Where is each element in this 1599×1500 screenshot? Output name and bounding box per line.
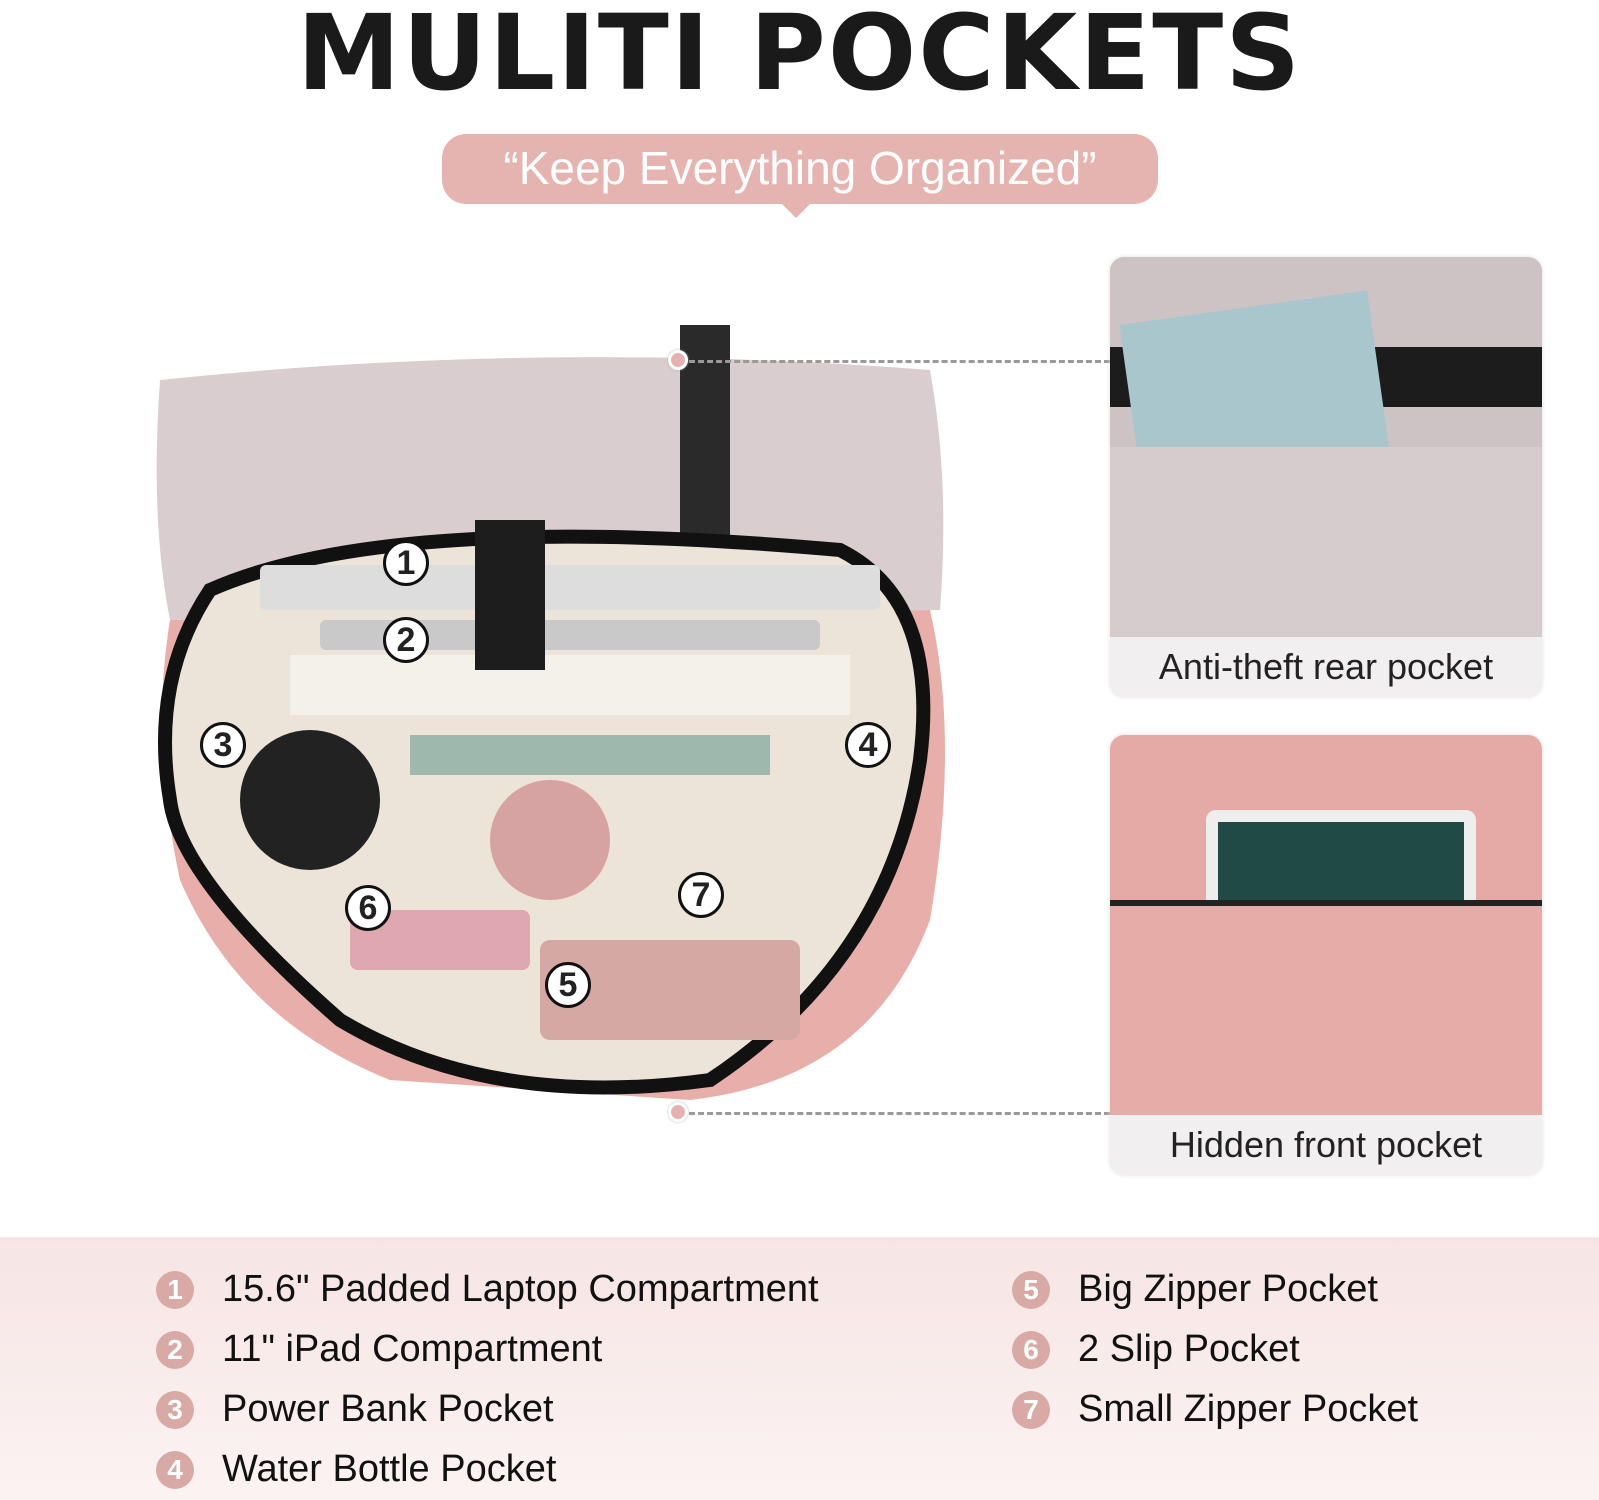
marker-6: 6 — [345, 885, 391, 931]
legend-number: 2 — [156, 1330, 194, 1369]
legend-item: 7 Small Zipper Pocket — [1012, 1388, 1418, 1431]
backpack-image — [156, 325, 945, 1100]
connector-line-front — [680, 1112, 1110, 1115]
front-pocket-photo — [1110, 735, 1542, 1115]
legend-number: 5 — [1012, 1270, 1050, 1309]
card-front-pocket: Hidden front pocket — [1110, 735, 1542, 1175]
marker-4: 4 — [845, 722, 891, 768]
caption-rear-pocket: Anti-theft rear pocket — [1158, 646, 1494, 687]
rear-pocket-photo — [1110, 257, 1542, 637]
legend-item: 3 Power Bank Pocket — [156, 1388, 554, 1431]
legend-number: 1 — [156, 1270, 194, 1309]
legend-label: Water Bottle Pocket — [222, 1448, 557, 1490]
card-rear-pocket: Anti-theft rear pocket — [1110, 257, 1542, 697]
marker-7: 7 — [678, 872, 724, 918]
legend-number: 6 — [1012, 1330, 1050, 1369]
legend-label: 2 Slip Pocket — [1078, 1328, 1300, 1370]
subtitle-banner: “Keep Everything Organized” — [442, 134, 1158, 218]
legend-item: 4 Water Bottle Pocket — [156, 1448, 556, 1491]
legend-label: Small Zipper Pocket — [1078, 1388, 1419, 1430]
marker-1: 1 — [383, 540, 429, 586]
legend-number: 4 — [156, 1450, 194, 1489]
legend-label: Big Zipper Pocket — [1078, 1268, 1378, 1310]
legend-number: 3 — [156, 1390, 194, 1429]
connector-line-rear — [680, 360, 1110, 363]
legend-item: 1 15.6" Padded Laptop Compartment — [156, 1268, 819, 1311]
connector-dot-front — [668, 1102, 688, 1122]
legend-item: 5 Big Zipper Pocket — [1012, 1268, 1378, 1311]
pocket-legend — [0, 1237, 1599, 1500]
legend-label: 15.6" Padded Laptop Compartment — [222, 1268, 819, 1310]
page-title: MULITI POCKETS — [296, 0, 1303, 114]
legend-label: Power Bank Pocket — [222, 1388, 554, 1430]
marker-5: 5 — [545, 962, 591, 1008]
legend-number: 7 — [1012, 1390, 1050, 1429]
connector-dot-rear — [668, 350, 688, 370]
legend-item: 2 11" iPad Compartment — [156, 1328, 602, 1371]
marker-3: 3 — [200, 722, 246, 768]
caption-front-pocket: Hidden front pocket — [1169, 1124, 1483, 1165]
legend-label: 11" iPad Compartment — [222, 1328, 603, 1370]
legend-item: 6 2 Slip Pocket — [1012, 1328, 1300, 1371]
marker-2: 2 — [383, 617, 429, 663]
